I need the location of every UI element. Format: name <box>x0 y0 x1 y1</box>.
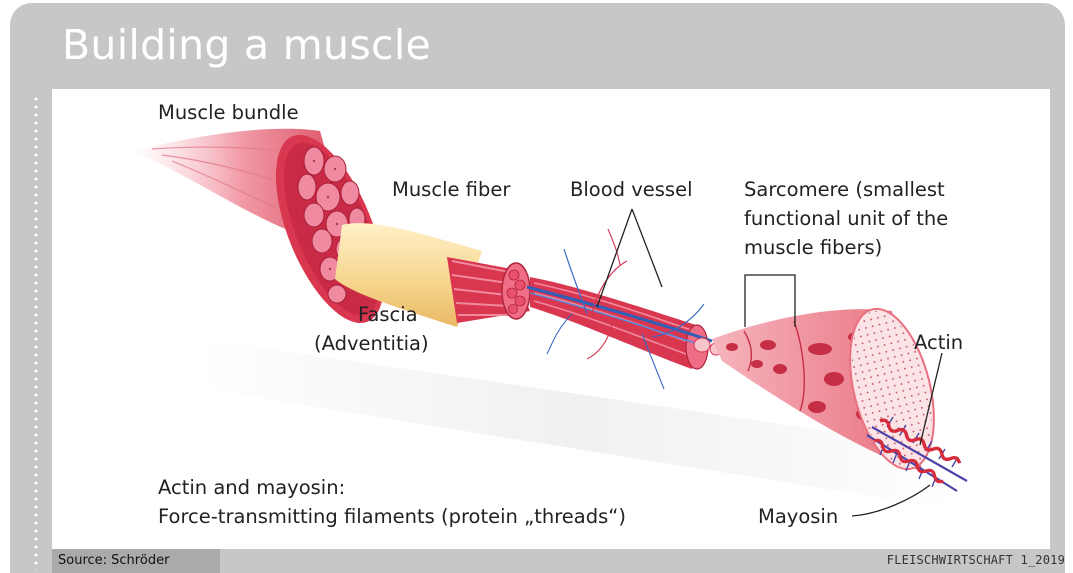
fiber-with-blood-vessels <box>527 229 712 389</box>
label-fascia-2: (Adventitia) <box>314 330 429 357</box>
label-sarcomere-1: Sarcomere (smallest <box>744 176 945 203</box>
page-title: Building a muscle <box>62 21 431 69</box>
publication-credit: FLEISCHWIRTSCHAFT 1_2019 <box>887 553 1065 567</box>
blood-vessel-pointer-1 <box>597 209 632 307</box>
diagram-panel: Muscle bundle Muscle fiber Blood vessel … <box>52 89 1050 549</box>
caption-line-2: Force-transmitting filaments (protein „t… <box>158 503 626 530</box>
label-sarcomere-3: muscle fibers) <box>744 234 882 261</box>
caption-line-1: Actin and mayosin: <box>158 474 345 501</box>
label-actin: Actin <box>914 329 963 356</box>
source-credit: Source: Schröder <box>52 549 220 573</box>
label-mayosin: Mayosin <box>758 503 838 530</box>
dotted-divider <box>34 95 38 570</box>
blood-vessel-pointer-2 <box>632 209 662 287</box>
muscle-fiber-bundle <box>447 257 530 323</box>
label-sarcomere-2: functional unit of the <box>744 205 948 232</box>
label-fascia-1: Fascia <box>358 301 418 328</box>
label-muscle-bundle: Muscle bundle <box>158 99 299 126</box>
label-muscle-fiber: Muscle fiber <box>392 176 510 203</box>
label-blood-vessel: Blood vessel <box>570 176 693 203</box>
